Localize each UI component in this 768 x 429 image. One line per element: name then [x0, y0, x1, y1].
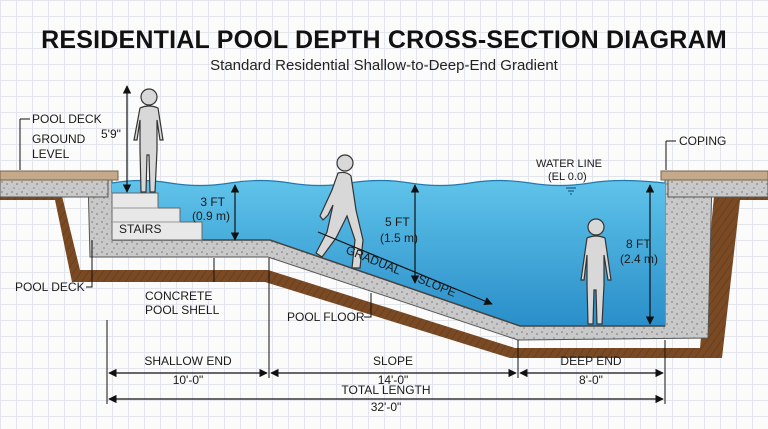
total-length-value: 32'-0": [371, 400, 402, 414]
pool-deck-top-label: POOL DECK: [32, 112, 102, 126]
total-length-label: TOTAL LENGTH: [341, 383, 430, 397]
concrete-shell-line1: CONCRETE: [145, 289, 212, 303]
deep-end-person-figure: [580, 218, 612, 325]
slope-section-length: 14'-0": [378, 373, 409, 387]
deep-depth-ft: 8 FT: [626, 237, 651, 251]
right-coping: [660, 170, 768, 181]
deep-end-label: DEEP END: [560, 354, 621, 368]
stairs-label: STAIRS: [119, 222, 161, 236]
pool-deck-bottom-label: POOL DECK: [15, 280, 85, 294]
mid-depth-m: (1.5 m): [380, 231, 418, 245]
ground-level-line1: GROUND: [32, 132, 86, 146]
mid-depth-ft: 5 FT: [385, 215, 410, 229]
deep-depth-m: (2.4 m): [620, 252, 658, 266]
pool-water: [112, 180, 665, 326]
pool-floor-label: POOL FLOOR: [287, 310, 365, 324]
water-line-label: WATER LINE: [536, 158, 602, 170]
diagram-title: RESIDENTIAL POOL DEPTH CROSS-SECTION DIA…: [41, 26, 727, 54]
elevation-label: (EL 0.0): [548, 171, 587, 183]
walking-person-figure: [315, 154, 364, 269]
person-height-label: 5'9": [101, 127, 121, 141]
shallow-depth-m: (0.9 m): [192, 209, 230, 223]
deep-end-length: 8'-0": [579, 373, 603, 387]
coping-label: COPING: [679, 134, 726, 148]
slope-section-label: SLOPE: [373, 354, 413, 368]
ground-level-line2: LEVEL: [32, 147, 70, 161]
standing-person-figure: [133, 88, 164, 193]
soil-layer: [0, 196, 768, 358]
left-pool-deck: [0, 170, 119, 181]
shallow-depth-ft: 3 FT: [200, 195, 225, 209]
concrete-shell-line2: POOL SHELL: [145, 303, 220, 317]
shallow-end-label: SHALLOW END: [144, 354, 232, 368]
shallow-end-length: 10'-0": [173, 373, 204, 387]
diagram-subtitle: Standard Residential Shallow-to-Deep-End…: [210, 57, 558, 74]
